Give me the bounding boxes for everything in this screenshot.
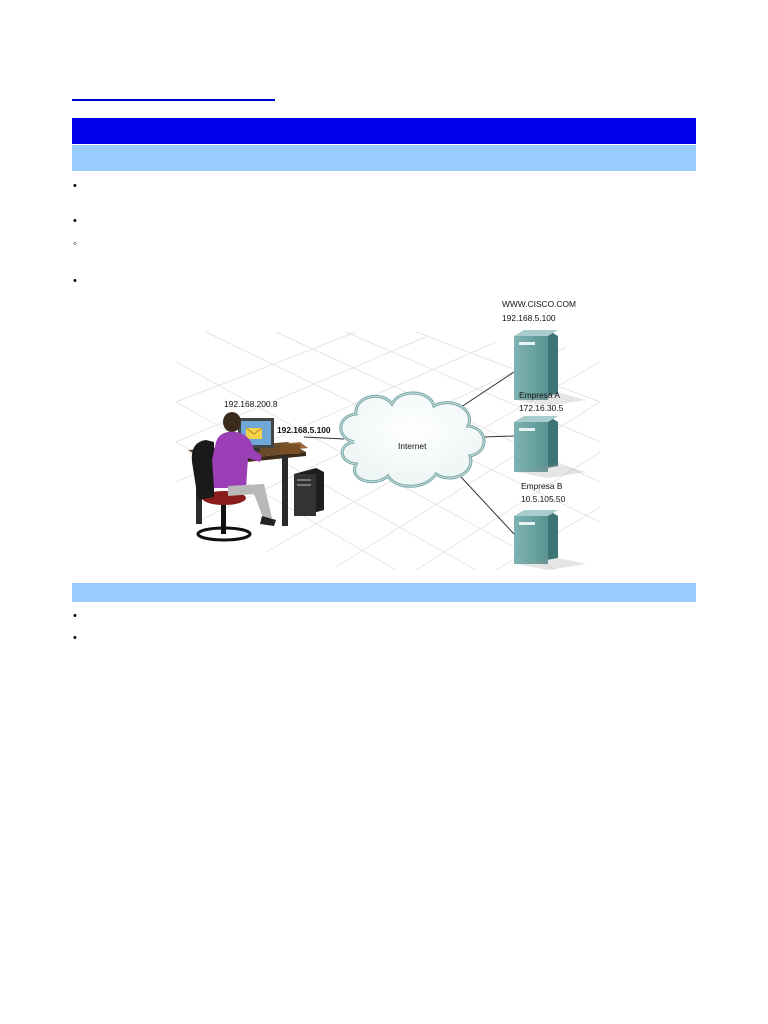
server-name-label: Empresa A bbox=[519, 390, 560, 400]
host-ip-label: 192.168.200.8 bbox=[224, 399, 278, 409]
internet-cloud-icon bbox=[339, 391, 486, 488]
bullet-marker: • bbox=[73, 180, 77, 192]
section-header-bar bbox=[72, 118, 696, 144]
user-workstation-icon bbox=[188, 412, 324, 542]
network-diagram: Internet WWW.CISCO.COM 192.168.5.100 Emp… bbox=[176, 292, 600, 572]
server-name-label: WWW.CISCO.COM bbox=[502, 299, 576, 309]
server-icon-cisco bbox=[514, 330, 586, 406]
server-icon-empresa-b bbox=[514, 510, 586, 570]
destination-ip-label: 192.168.5.100 bbox=[277, 425, 331, 435]
cloud-label: Internet bbox=[398, 441, 427, 451]
bullet-marker: • bbox=[73, 215, 77, 227]
subsection-header-bar bbox=[72, 145, 696, 171]
server-icon-empresa-a bbox=[514, 416, 586, 478]
subsection-header-bar bbox=[72, 583, 696, 602]
bullet-marker: • bbox=[73, 632, 77, 644]
server-ip-label: 10.5.105.50 bbox=[521, 494, 566, 504]
server-ip-label: 172.16.30.5 bbox=[519, 403, 564, 413]
page-title-link[interactable] bbox=[72, 99, 275, 101]
server-name-label: Empresa B bbox=[521, 481, 563, 491]
sub-bullet-marker: ◦ bbox=[73, 238, 77, 250]
bullet-marker: • bbox=[73, 610, 77, 622]
server-ip-label: 192.168.5.100 bbox=[502, 313, 556, 323]
bullet-marker: • bbox=[73, 275, 77, 287]
